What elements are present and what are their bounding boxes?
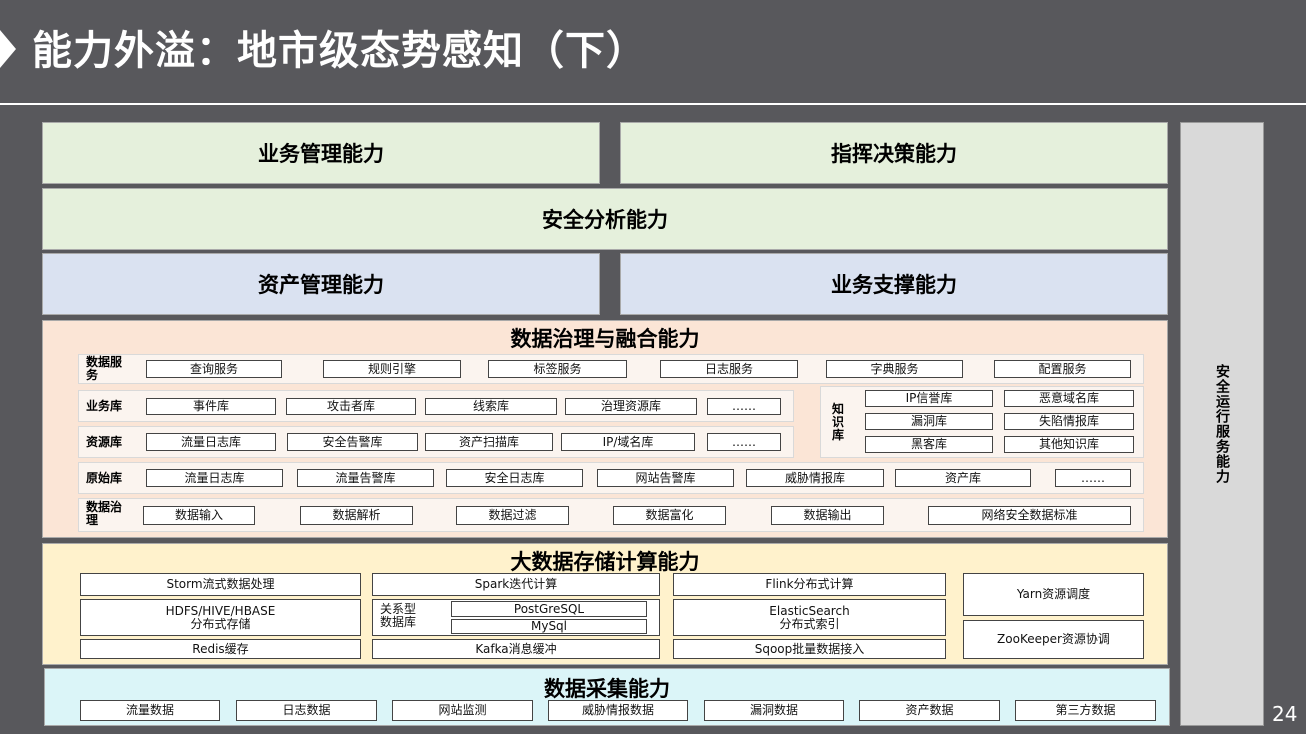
hdfs-line1: HDFS/HIVE/HBASE bbox=[165, 603, 276, 618]
knowledge-library-box: 黑客库 bbox=[865, 436, 993, 453]
title-divider bbox=[0, 103, 1306, 105]
raw-library-label: 原始库 bbox=[86, 471, 123, 485]
data-collection-title: 数据采集能力 bbox=[544, 677, 670, 701]
service-box: 字典服务 bbox=[826, 360, 963, 378]
data-process-box: 数据输出 bbox=[771, 506, 884, 525]
spark-box: Spark迭代计算 bbox=[372, 573, 660, 596]
knowledge-library-box: 其他知识库 bbox=[1004, 436, 1134, 453]
business-support-band: 业务支撑能力 bbox=[620, 253, 1168, 315]
raw-library-box: 流量告警库 bbox=[297, 469, 434, 487]
data-process-box: 数据输入 bbox=[143, 506, 255, 525]
service-box: 查询服务 bbox=[146, 360, 282, 378]
business-mgmt-band: 业务管理能力 bbox=[42, 122, 600, 184]
security-operation-label: 安全运行服务能力 bbox=[1214, 364, 1230, 484]
hdfs-box: HDFS/HIVE/HBASE 分布式存储 bbox=[80, 599, 361, 636]
relational-db-line1: 关系型 bbox=[380, 602, 417, 616]
yarn-box: Yarn资源调度 bbox=[963, 573, 1144, 616]
data-service-label: 数据服务 bbox=[86, 355, 123, 382]
knowledge-library-box: 失陷情报库 bbox=[1004, 413, 1134, 430]
command-decision-band: 指挥决策能力 bbox=[620, 122, 1168, 184]
data-process-box: 数据过滤 bbox=[456, 506, 569, 525]
collection-box: 流量数据 bbox=[80, 700, 220, 721]
bigdata-title: 大数据存储计算能力 bbox=[510, 550, 700, 574]
sqoop-box: Sqoop批量数据接入 bbox=[673, 639, 946, 659]
data-process-box: 数据富化 bbox=[613, 506, 726, 525]
data-process-label: 数据治理 bbox=[86, 500, 123, 527]
zookeeper-box: ZooKeeper资源协调 bbox=[963, 620, 1144, 659]
collection-box: 第三方数据 bbox=[1015, 700, 1156, 721]
es-line2: 分布式索引 bbox=[779, 616, 840, 631]
page-number: 24 bbox=[1272, 702, 1298, 726]
raw-library-box: 资产库 bbox=[895, 469, 1031, 487]
flink-box: Flink分布式计算 bbox=[673, 573, 946, 596]
resource-library-box: 流量日志库 bbox=[146, 433, 276, 451]
data-governance-title: 数据治理与融合能力 bbox=[510, 327, 700, 351]
title-arrow-icon bbox=[0, 30, 16, 68]
elasticsearch-box: ElasticSearch 分布式索引 bbox=[673, 599, 946, 636]
knowledge-library-box: 恶意域名库 bbox=[1004, 390, 1134, 407]
business-library-label: 业务库 bbox=[86, 399, 123, 413]
service-box: 规则引擎 bbox=[323, 360, 461, 378]
raw-library-box: 安全日志库 bbox=[446, 469, 583, 487]
collection-box: 威胁情报数据 bbox=[548, 700, 688, 721]
service-box: 标签服务 bbox=[488, 360, 627, 378]
resource-library-box: 资产扫描库 bbox=[425, 433, 553, 451]
business-library-box: 治理资源库 bbox=[565, 398, 697, 415]
knowledge-library-box: IP信誉库 bbox=[865, 390, 993, 407]
resource-library-box: …… bbox=[707, 433, 781, 451]
postgres-box: PostGreSQL bbox=[451, 601, 647, 617]
collection-box: 网站监测 bbox=[392, 700, 533, 721]
service-box: 日志服务 bbox=[660, 360, 798, 378]
business-library-box: …… bbox=[707, 398, 781, 415]
storm-box: Storm流式数据处理 bbox=[80, 573, 361, 596]
resource-library-label: 资源库 bbox=[86, 435, 123, 449]
business-library-box: 线索库 bbox=[425, 398, 557, 415]
collection-box: 漏洞数据 bbox=[704, 700, 844, 721]
service-box: 配置服务 bbox=[994, 360, 1131, 378]
security-operation-column: 安全运行服务能力 bbox=[1180, 122, 1264, 726]
knowledge-library-box: 漏洞库 bbox=[865, 413, 993, 430]
resource-library-box: IP/域名库 bbox=[561, 433, 695, 451]
relational-db-label: 关系型 数据库 bbox=[380, 603, 416, 629]
raw-library-box: 流量日志库 bbox=[146, 469, 283, 487]
relational-db-line2: 数据库 bbox=[380, 615, 417, 629]
business-library-box: 攻击者库 bbox=[286, 398, 416, 415]
hdfs-line2: 分布式存储 bbox=[190, 616, 251, 631]
business-library-box: 事件库 bbox=[146, 398, 276, 415]
page-title: 能力外溢：地市级态势感知（下） bbox=[32, 28, 647, 74]
kafka-box: Kafka消息缓冲 bbox=[372, 639, 660, 659]
data-process-box: 网络安全数据标准 bbox=[928, 506, 1131, 525]
raw-library-box: 网站告警库 bbox=[597, 469, 734, 487]
collection-box: 日志数据 bbox=[236, 700, 377, 721]
es-line1: ElasticSearch bbox=[769, 603, 850, 618]
resource-library-box: 安全告警库 bbox=[287, 433, 418, 451]
asset-mgmt-band: 资产管理能力 bbox=[42, 253, 600, 315]
raw-library-box: 威胁情报库 bbox=[746, 469, 884, 487]
mysql-box: MySql bbox=[451, 619, 647, 634]
redis-box: Redis缓存 bbox=[80, 639, 361, 659]
data-process-box: 数据解析 bbox=[300, 506, 413, 525]
raw-library-box: …… bbox=[1055, 469, 1131, 487]
security-analysis-band: 安全分析能力 bbox=[42, 188, 1168, 250]
knowledge-library-label: 知识库 bbox=[832, 402, 845, 442]
collection-box: 资产数据 bbox=[859, 700, 1000, 721]
